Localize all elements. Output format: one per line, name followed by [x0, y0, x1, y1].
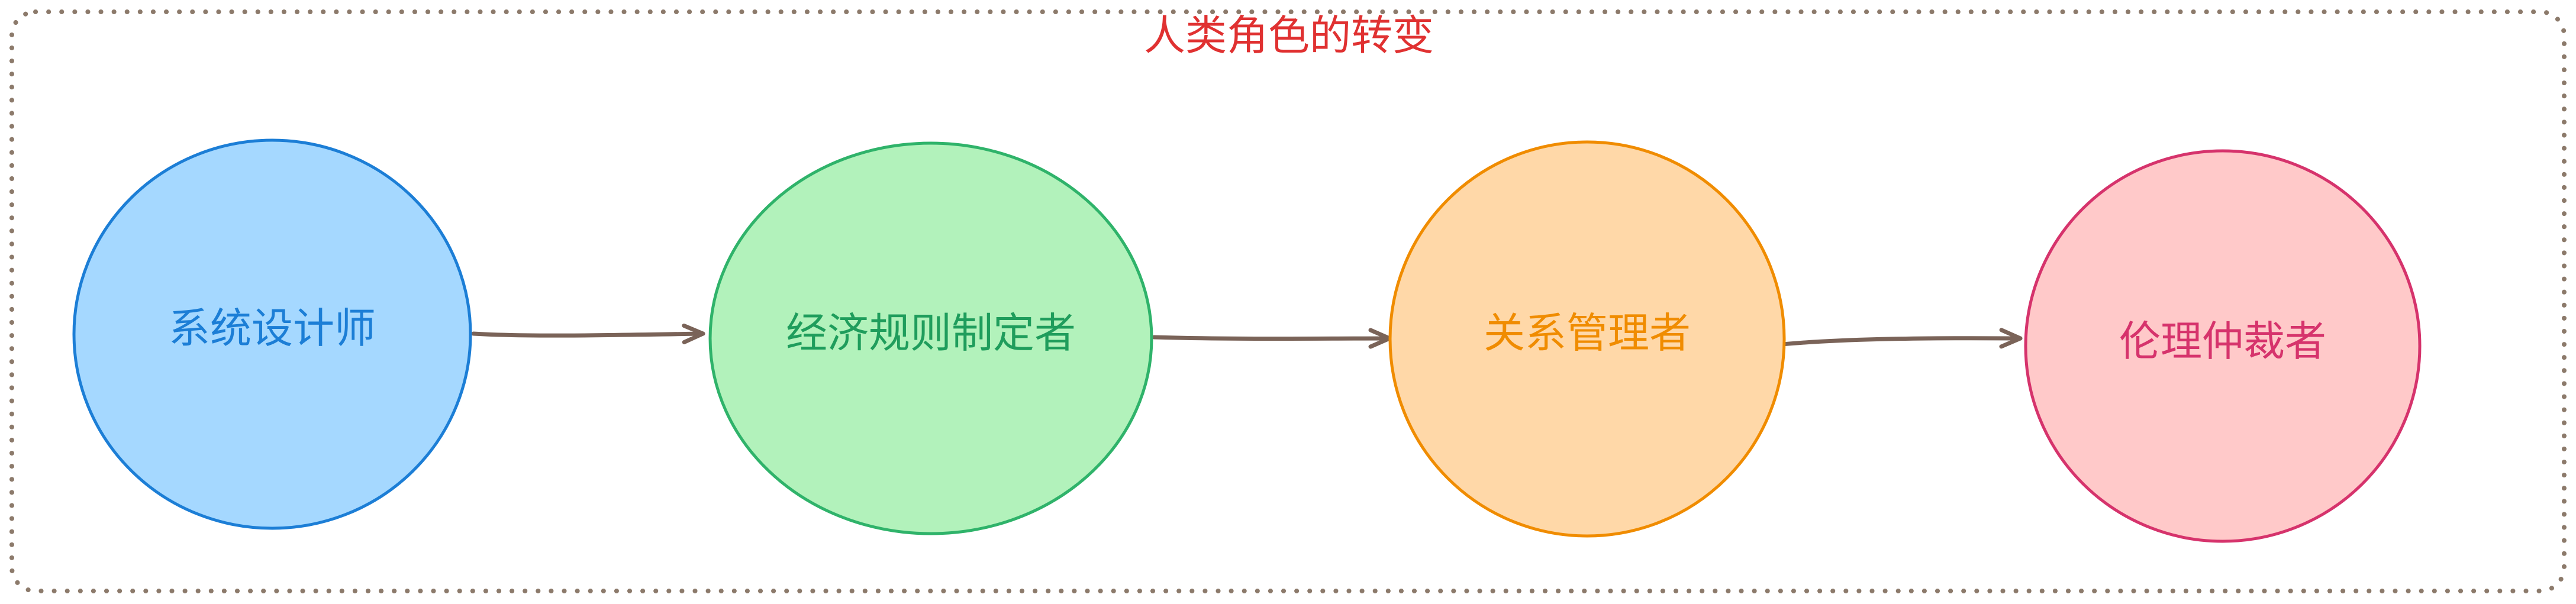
arrow-2-to-3 [1152, 328, 1392, 349]
node-system-designer: 系统设计师 [72, 138, 472, 530]
node-circle [708, 141, 1153, 535]
node-relationship-manager: 关系管理者 [1388, 140, 1786, 538]
node-label: 系统设计师 [169, 304, 376, 353]
node-economic-rule-maker: 经济规则制定者 [708, 141, 1153, 535]
node-label: 关系管理者 [1484, 309, 1691, 357]
diagram-title: 人类角色的转变 [1144, 11, 1434, 60]
arrow-1-to-2 [471, 323, 705, 344]
node-ethics-arbiter: 伦理仲裁者 [2024, 149, 2422, 543]
node-circle [2024, 149, 2422, 543]
node-label: 经济规则制定者 [786, 309, 1076, 357]
node-label: 伦理仲裁者 [2119, 317, 2326, 366]
arrow-3-to-4 [1780, 328, 2023, 349]
node-circle [1388, 140, 1786, 538]
node-circle [72, 138, 472, 530]
